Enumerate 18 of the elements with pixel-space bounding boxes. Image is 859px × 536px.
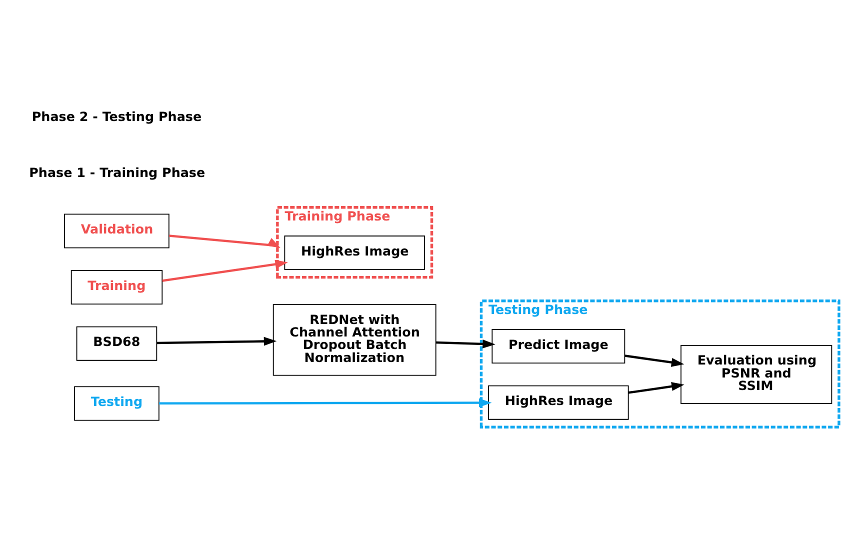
arrow xyxy=(436,340,496,348)
node-box: Predict Image xyxy=(492,329,626,364)
arrow xyxy=(159,398,492,408)
arrow xyxy=(628,382,684,394)
arrow xyxy=(169,234,280,248)
node-box: Validation xyxy=(64,214,170,248)
arrow xyxy=(156,336,277,346)
node-box: Testing xyxy=(74,386,160,421)
node-box: REDNet with Channel Attention Dropout Batch Normalization xyxy=(272,304,436,376)
arrow xyxy=(624,354,684,367)
node-box: BSD68 xyxy=(76,326,158,361)
arrow xyxy=(162,260,288,282)
node-box: Training xyxy=(70,270,163,305)
node-box: HighRes Image xyxy=(284,236,425,270)
label: Phase 2 - Testing Phase xyxy=(32,108,202,124)
node-box: Evaluation using PSNR and SSIM xyxy=(680,344,832,404)
node-box: HighRes Image xyxy=(488,385,629,420)
label: Phase 1 - Training Phase xyxy=(29,165,206,180)
